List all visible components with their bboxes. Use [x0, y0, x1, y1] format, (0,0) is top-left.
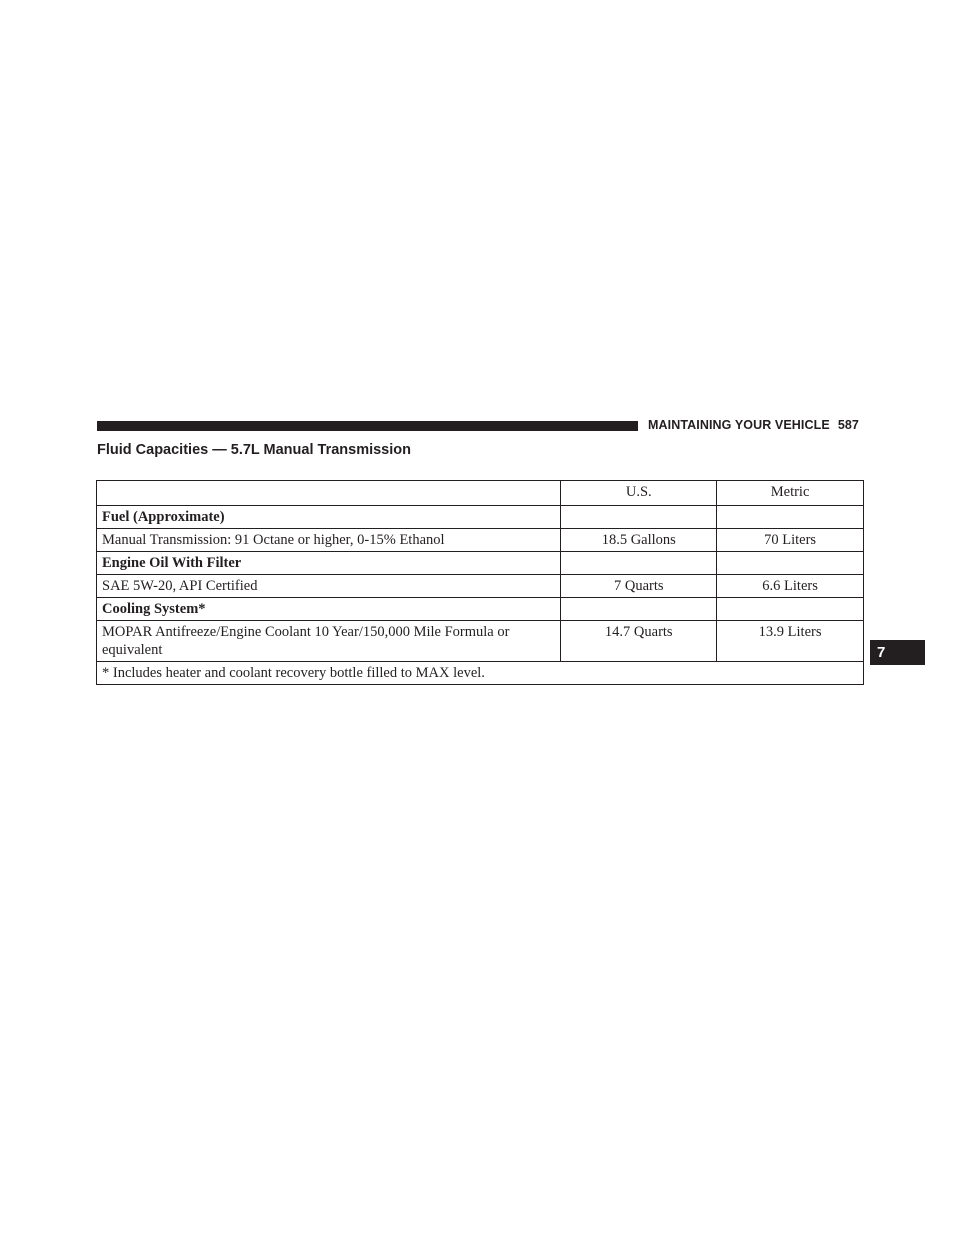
header-cell-metric: Metric — [716, 480, 864, 506]
row-label: SAE 5W-20, API Certified — [95, 574, 562, 598]
table-row: Manual Transmission: 91 Octane or higher… — [95, 528, 864, 552]
row-label: MOPAR Antifreeze/Engine Coolant 10 Year/… — [95, 620, 562, 662]
row-us-value — [560, 597, 718, 621]
fluid-capacities-table: U.S. Metric Fuel (Approximate) Manual Tr… — [95, 480, 864, 685]
chapter-tab: 7 — [870, 640, 925, 665]
row-metric-value — [716, 551, 864, 575]
row-label: Fuel (Approximate) — [95, 505, 562, 529]
table-footnote: * Includes heater and coolant recovery b… — [96, 661, 864, 685]
section-title: Fluid Capacities — 5.7L Manual Transmiss… — [97, 442, 411, 458]
row-metric-value: 6.6 Liters — [716, 574, 864, 598]
row-metric-value — [716, 597, 864, 621]
row-metric-value — [716, 505, 864, 529]
table-row: Cooling System* — [95, 597, 864, 621]
table-row: Fuel (Approximate) — [95, 505, 864, 529]
row-us-value: 18.5 Gallons — [560, 528, 718, 552]
row-us-value — [560, 505, 718, 529]
header-rule — [97, 421, 638, 431]
row-us-value: 7 Quarts — [560, 574, 718, 598]
table-row: MOPAR Antifreeze/Engine Coolant 10 Year/… — [95, 620, 864, 662]
table-row: SAE 5W-20, API Certified 7 Quarts 6.6 Li… — [95, 574, 864, 598]
row-label: Cooling System* — [95, 597, 562, 621]
running-header: MAINTAINING YOUR VEHICLE 587 — [648, 418, 859, 432]
row-us-value — [560, 551, 718, 575]
table-footnote-row: * Includes heater and coolant recovery b… — [96, 661, 864, 685]
header-section: MAINTAINING YOUR VEHICLE — [648, 418, 830, 432]
row-us-value: 14.7 Quarts — [560, 620, 718, 662]
table-row: Engine Oil With Filter — [95, 551, 864, 575]
row-label: Engine Oil With Filter — [95, 551, 562, 575]
page-number: 587 — [837, 418, 859, 432]
header-cell-us: U.S. — [560, 480, 718, 506]
row-metric-value: 70 Liters — [716, 528, 864, 552]
row-label: Manual Transmission: 91 Octane or higher… — [95, 528, 562, 552]
table-header-row: U.S. Metric — [95, 480, 864, 506]
row-metric-value: 13.9 Liters — [716, 620, 864, 662]
header-cell-item — [95, 480, 562, 506]
